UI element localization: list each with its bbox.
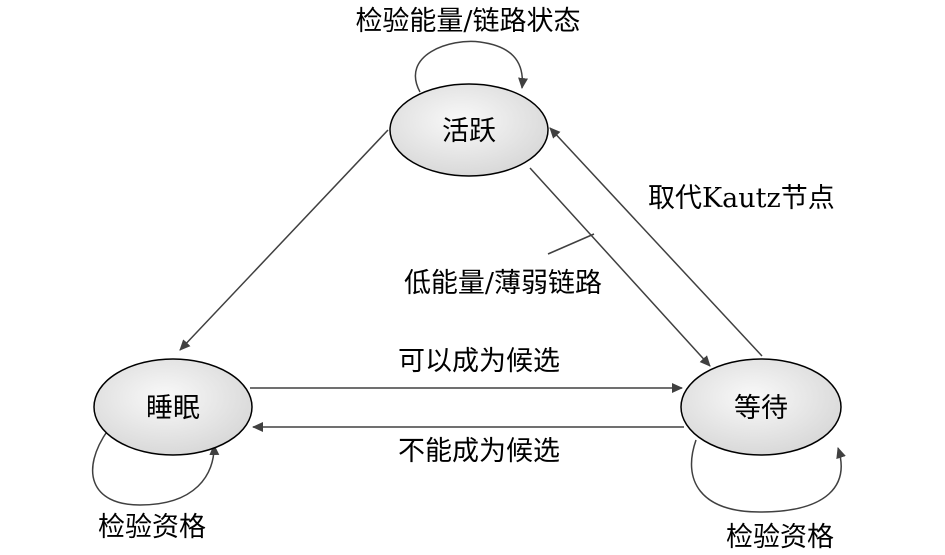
self-loop-sleep: [91, 429, 220, 506]
label-leader-line: [547, 233, 595, 255]
label-wait-to-active: 取代Kautz节点: [648, 183, 835, 214]
edge-active-to-wait: [529, 167, 711, 367]
edge-wait-to-active: [549, 127, 763, 357]
label-sleep-to-wait: 可以成为候选: [398, 346, 560, 377]
label-active-to-wait: 低能量/薄弱链路: [404, 268, 602, 299]
state-wait-node: [680, 358, 842, 456]
state-wait-label: 等待: [734, 393, 788, 424]
label-wait-to-sleep: 不能成为候选: [398, 436, 560, 467]
state-active-node: [389, 83, 549, 177]
self-loop-active: [414, 40, 529, 93]
label-active-self: 检验能量/链路状态: [355, 6, 580, 37]
label-wait-self: 检验资格: [726, 522, 834, 553]
state-sleep-label: 睡眠: [146, 393, 200, 424]
label-sleep-self: 检验资格: [98, 512, 206, 543]
edge-active-to-sleep: [179, 129, 389, 351]
state-active-label: 活跃: [442, 116, 496, 147]
state-sleep-node: [93, 358, 253, 456]
self-loop-wait: [690, 439, 846, 513]
